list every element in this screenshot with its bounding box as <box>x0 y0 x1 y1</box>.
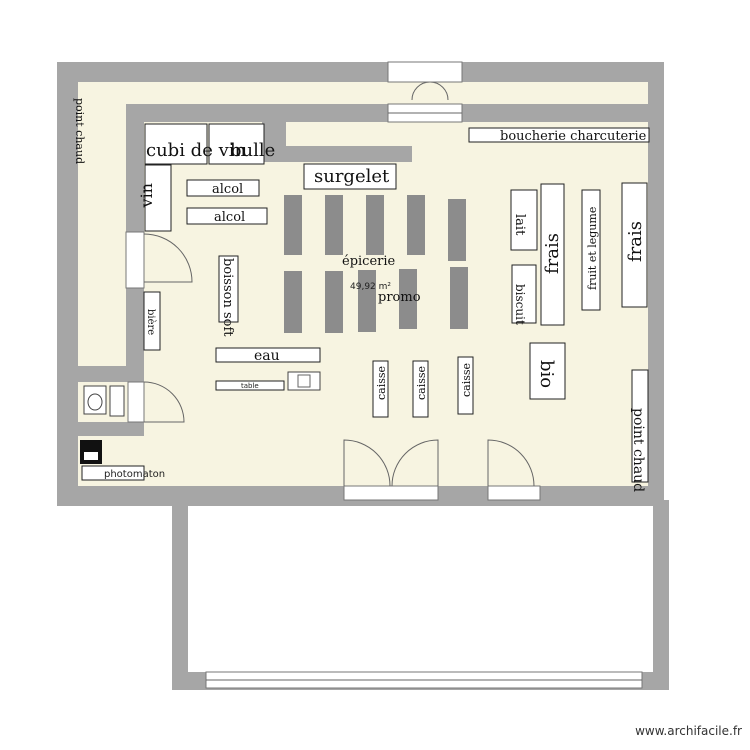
biere-box <box>143 291 161 351</box>
label-bulle: bulle <box>230 140 275 161</box>
eau-box <box>215 347 321 363</box>
label-boisson-soft: boisson soft <box>220 258 235 337</box>
label-point-chaud-right: point chaud <box>630 408 646 492</box>
door-swing-icon <box>343 439 391 487</box>
boucherie-box <box>468 127 650 143</box>
label-caisse-2: caisse <box>415 366 428 400</box>
label-point-chaud-left: point chaud <box>73 98 86 164</box>
label-bio: bio <box>536 360 557 388</box>
toilet-icon <box>83 385 107 415</box>
label-boucherie: boucherie charcuterie <box>500 129 647 144</box>
inner-wall-top <box>126 104 648 122</box>
table-box <box>215 380 285 391</box>
shelf <box>407 195 425 255</box>
label-photomaton: photomaton <box>104 469 165 480</box>
point-chaud-right-box <box>631 369 649 483</box>
annex-wall-right <box>653 500 669 690</box>
shelf <box>325 271 343 333</box>
appliance-icon <box>287 371 321 391</box>
entrance-window-2 <box>487 485 541 501</box>
shelf <box>325 195 343 255</box>
frais-box-2 <box>621 182 648 308</box>
sink-icon <box>109 385 125 417</box>
label-frais-1: frais <box>542 233 563 274</box>
cold-room-wall-h <box>262 146 412 162</box>
surgelet-box <box>303 163 397 190</box>
door-swing-icon <box>487 439 535 487</box>
corridor-door-gap <box>125 231 145 289</box>
shelf <box>284 195 302 255</box>
cubi-de-vin-box <box>144 123 208 165</box>
label-biere: bière <box>145 309 156 335</box>
label-alcol-2: alcol <box>214 210 245 225</box>
shelf <box>358 270 376 332</box>
photomaton-box <box>81 465 145 481</box>
label-biscuit: biscuit <box>513 284 527 325</box>
label-area: 49,92 m² <box>350 282 391 292</box>
top-door-opening <box>387 61 463 83</box>
bulle-box <box>208 123 265 165</box>
label-caisse-1: caisse <box>375 366 388 400</box>
wc-wall-bottom <box>78 422 144 436</box>
label-frais-2: frais <box>625 221 646 262</box>
biscuit-box <box>511 264 537 324</box>
caisse-box-2 <box>412 360 429 418</box>
alcol-box-2 <box>186 207 268 225</box>
label-lait: lait <box>512 214 527 236</box>
label-vin: vin <box>137 183 156 208</box>
fruit-legume-box <box>581 189 601 311</box>
label-fruit-legume: fruit et legume <box>586 207 599 290</box>
alcol-box-1 <box>186 179 260 197</box>
lait-box <box>510 189 538 251</box>
cold-room-wall-v <box>262 122 286 162</box>
photo-booth-icon <box>80 440 102 464</box>
label-promo: promo <box>378 290 421 305</box>
watermark: www.archifacile.fr <box>635 724 742 738</box>
vin-box <box>144 164 172 232</box>
caisse-box-3 <box>457 356 474 415</box>
shelf <box>284 271 302 333</box>
entrance-window-1 <box>343 485 439 501</box>
label-alcol-1: alcol <box>212 182 243 197</box>
frais-box-1 <box>540 183 565 326</box>
annex-wall-left <box>172 500 188 690</box>
wc-door-gap <box>127 381 145 423</box>
shelf <box>448 199 466 261</box>
shelf <box>450 267 468 329</box>
caisse-box-1 <box>372 360 389 418</box>
shelf <box>366 195 384 255</box>
label-eau: eau <box>254 348 280 364</box>
label-cubi-de-vin: cubi de vin <box>146 140 246 161</box>
corridor-left-floor <box>78 122 126 366</box>
bio-box <box>529 342 566 400</box>
boisson-soft-box <box>218 255 239 323</box>
door-swing-icon <box>143 233 193 283</box>
label-caisse-3: caisse <box>460 363 473 397</box>
door-swing-icon <box>143 381 185 423</box>
label-surgelet: surgelet <box>314 166 390 187</box>
shelf <box>399 269 417 329</box>
label-epicerie: épicerie <box>342 254 396 269</box>
label-table: table <box>241 382 259 390</box>
door-swing-icon <box>391 439 439 487</box>
